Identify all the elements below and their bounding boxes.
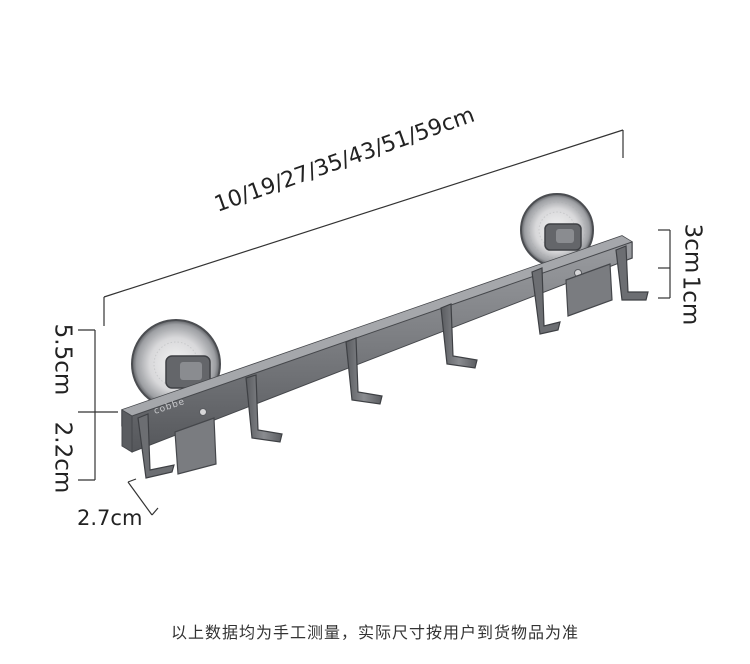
right-end-bracket	[531, 245, 649, 335]
right-suction-cup	[520, 193, 594, 267]
hook-height-dimension-label: 2.2cm	[49, 421, 76, 494]
right-lower-dimension-label: 1cm	[677, 275, 704, 326]
hook-3	[440, 303, 478, 369]
length-dimension-line	[103, 129, 624, 326]
hook-1	[245, 374, 283, 443]
hooks	[245, 303, 478, 443]
left-dimension-brackets	[78, 329, 118, 481]
left-height-dimension-label: 5.5cm	[49, 323, 76, 396]
left-end-bracket	[137, 413, 217, 479]
right-dimension-brackets	[658, 229, 671, 299]
hook-depth-bracket	[127, 478, 159, 516]
hook-depth-dimension-label: 2.7cm	[77, 506, 143, 530]
hook-2	[345, 337, 383, 405]
measurement-footnote: 以上数据均为手工测量，实际尺寸按用户到货物品为准	[170, 623, 579, 642]
